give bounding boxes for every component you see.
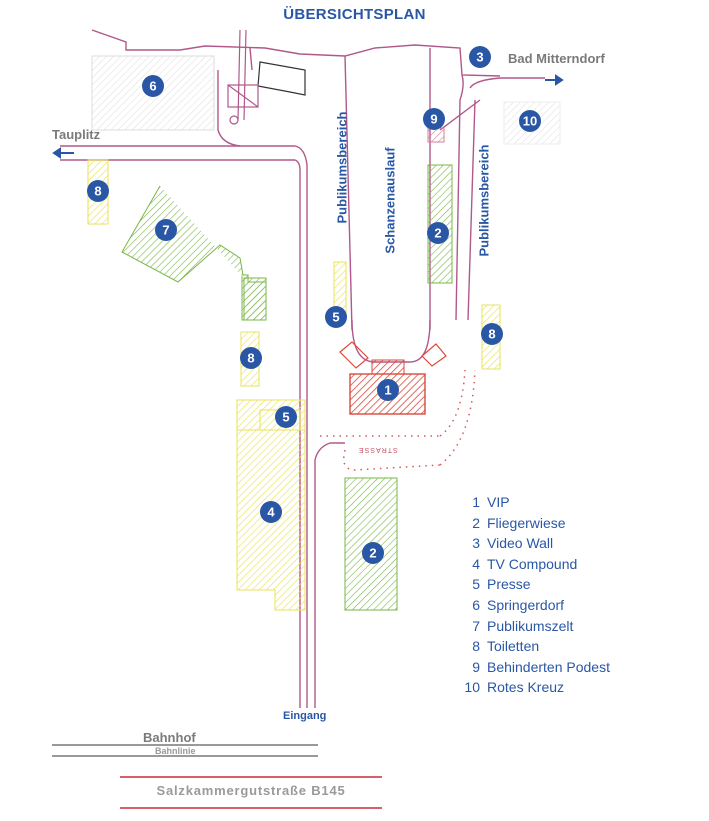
- marker-number: 10: [523, 114, 537, 129]
- marker-7-icon[interactable]: 7: [155, 219, 177, 241]
- legend-number: 6: [472, 596, 480, 613]
- main-road-label: Salzkammergutstraße B145: [156, 783, 346, 798]
- marker-number: 2: [369, 546, 376, 561]
- legend-item: 3 Video Wall: [460, 535, 610, 556]
- legend-number: 10: [464, 679, 480, 696]
- strasse-label: STRASSE: [358, 446, 398, 453]
- top-buildings: [227, 29, 306, 125]
- legend-label: Video Wall: [487, 535, 554, 552]
- legend-label: Behinderten Podest: [487, 658, 610, 675]
- marker-number: 5: [332, 310, 339, 325]
- legend-item: 4 TV Compound: [460, 556, 610, 577]
- legend-label: TV Compound: [487, 555, 578, 572]
- legend-label: Toiletten: [487, 638, 540, 655]
- vip-side-left: [339, 341, 369, 369]
- legend-item: 5 Presse: [460, 576, 610, 597]
- marker-6-icon[interactable]: 6: [142, 75, 164, 97]
- publikumszelt-annex: [243, 277, 267, 321]
- legend-item: 9 Behinderten Podest: [460, 659, 610, 680]
- legend-item: 7 Publikumszelt: [460, 618, 610, 639]
- marker-5-icon[interactable]: 5: [325, 306, 347, 328]
- marker-number: 6: [149, 79, 156, 94]
- presse-area-top: [333, 261, 347, 313]
- arrow-right-icon: [545, 74, 564, 86]
- railway-label: Bahnlinie: [155, 746, 196, 756]
- marker-number: 3: [476, 50, 483, 65]
- legend-label: Springerdorf: [487, 596, 565, 613]
- legend-label: Publikumszelt: [487, 617, 574, 634]
- legend-number: 8: [472, 638, 480, 655]
- marker-number: 1: [384, 383, 391, 398]
- marker-5-icon[interactable]: 5: [275, 406, 297, 428]
- legend-item: 1 VIP: [460, 494, 610, 515]
- legend-number: 5: [472, 576, 480, 593]
- marker-3-icon[interactable]: 3: [469, 46, 491, 68]
- legend-label: Presse: [487, 576, 531, 593]
- publikumsbereich-right-label: Publikumsbereich: [476, 144, 492, 257]
- marker-number: 9: [430, 112, 437, 127]
- arrow-left-icon: [52, 147, 74, 159]
- marker-number: 8: [488, 327, 495, 342]
- legend-item: 8 Toiletten: [460, 638, 610, 659]
- marker-8-icon[interactable]: 8: [481, 323, 503, 345]
- marker-2-icon[interactable]: 2: [427, 222, 449, 244]
- marker-8-icon[interactable]: 8: [87, 180, 109, 202]
- schanzenauslauf-label: Schanzenauslauf: [382, 147, 398, 254]
- legend-number: 7: [472, 617, 480, 634]
- legend-number: 9: [472, 658, 480, 675]
- marker-4-icon[interactable]: 4: [260, 501, 282, 523]
- legend-number: 2: [472, 514, 480, 531]
- vip-annex: [371, 359, 405, 375]
- vip-side-right: [421, 343, 447, 367]
- page-title: ÜBERSICHTSPLAN: [283, 6, 426, 23]
- marker-9-icon[interactable]: 9: [423, 108, 445, 130]
- marker-1-icon[interactable]: 1: [377, 379, 399, 401]
- road-network: [60, 29, 545, 708]
- marker-number: 5: [282, 410, 289, 425]
- marker-2-icon[interactable]: 2: [362, 542, 384, 564]
- marker-8-icon[interactable]: 8: [240, 347, 262, 369]
- legend-label: VIP: [487, 494, 510, 510]
- marker-number: 8: [94, 184, 101, 199]
- direction-bad-mitterndorf[interactable]: Bad Mitterndorf: [508, 51, 605, 66]
- marker-number: 8: [247, 351, 254, 366]
- legend-item: 6 Springerdorf: [460, 597, 610, 618]
- legend-item: 2 Fliegerwiese: [460, 515, 610, 536]
- map-markers: 1 2 2 3 4 5 5 6 7 8 8 8 9 10: [87, 46, 541, 564]
- legend-label: Rotes Kreuz: [487, 679, 565, 696]
- legend: 1 VIP 2 Fliegerwiese 3 Video Wall 4 TV Compo…: [460, 494, 610, 700]
- landing-area-outline: [351, 319, 431, 363]
- legend-number: 3: [472, 535, 480, 552]
- marker-number: 2: [434, 226, 441, 241]
- legend-number: 1: [472, 494, 480, 510]
- direction-tauplitz[interactable]: Tauplitz: [52, 127, 101, 142]
- dotted-paths: [320, 369, 476, 471]
- legend-item: 10 Rotes Kreuz: [460, 679, 610, 700]
- station-name: Bahnhof: [143, 730, 196, 745]
- behinderten-podest-area: [427, 127, 445, 143]
- legend-label: Fliegerwiese: [487, 514, 566, 531]
- publikumsbereich-left-label: Publikumsbereich: [334, 111, 350, 224]
- legend-number: 4: [472, 555, 480, 572]
- marker-10-icon[interactable]: 10: [519, 110, 541, 132]
- marker-number: 7: [162, 223, 169, 238]
- marker-number: 4: [267, 505, 275, 520]
- entrance-label: Eingang: [283, 710, 327, 722]
